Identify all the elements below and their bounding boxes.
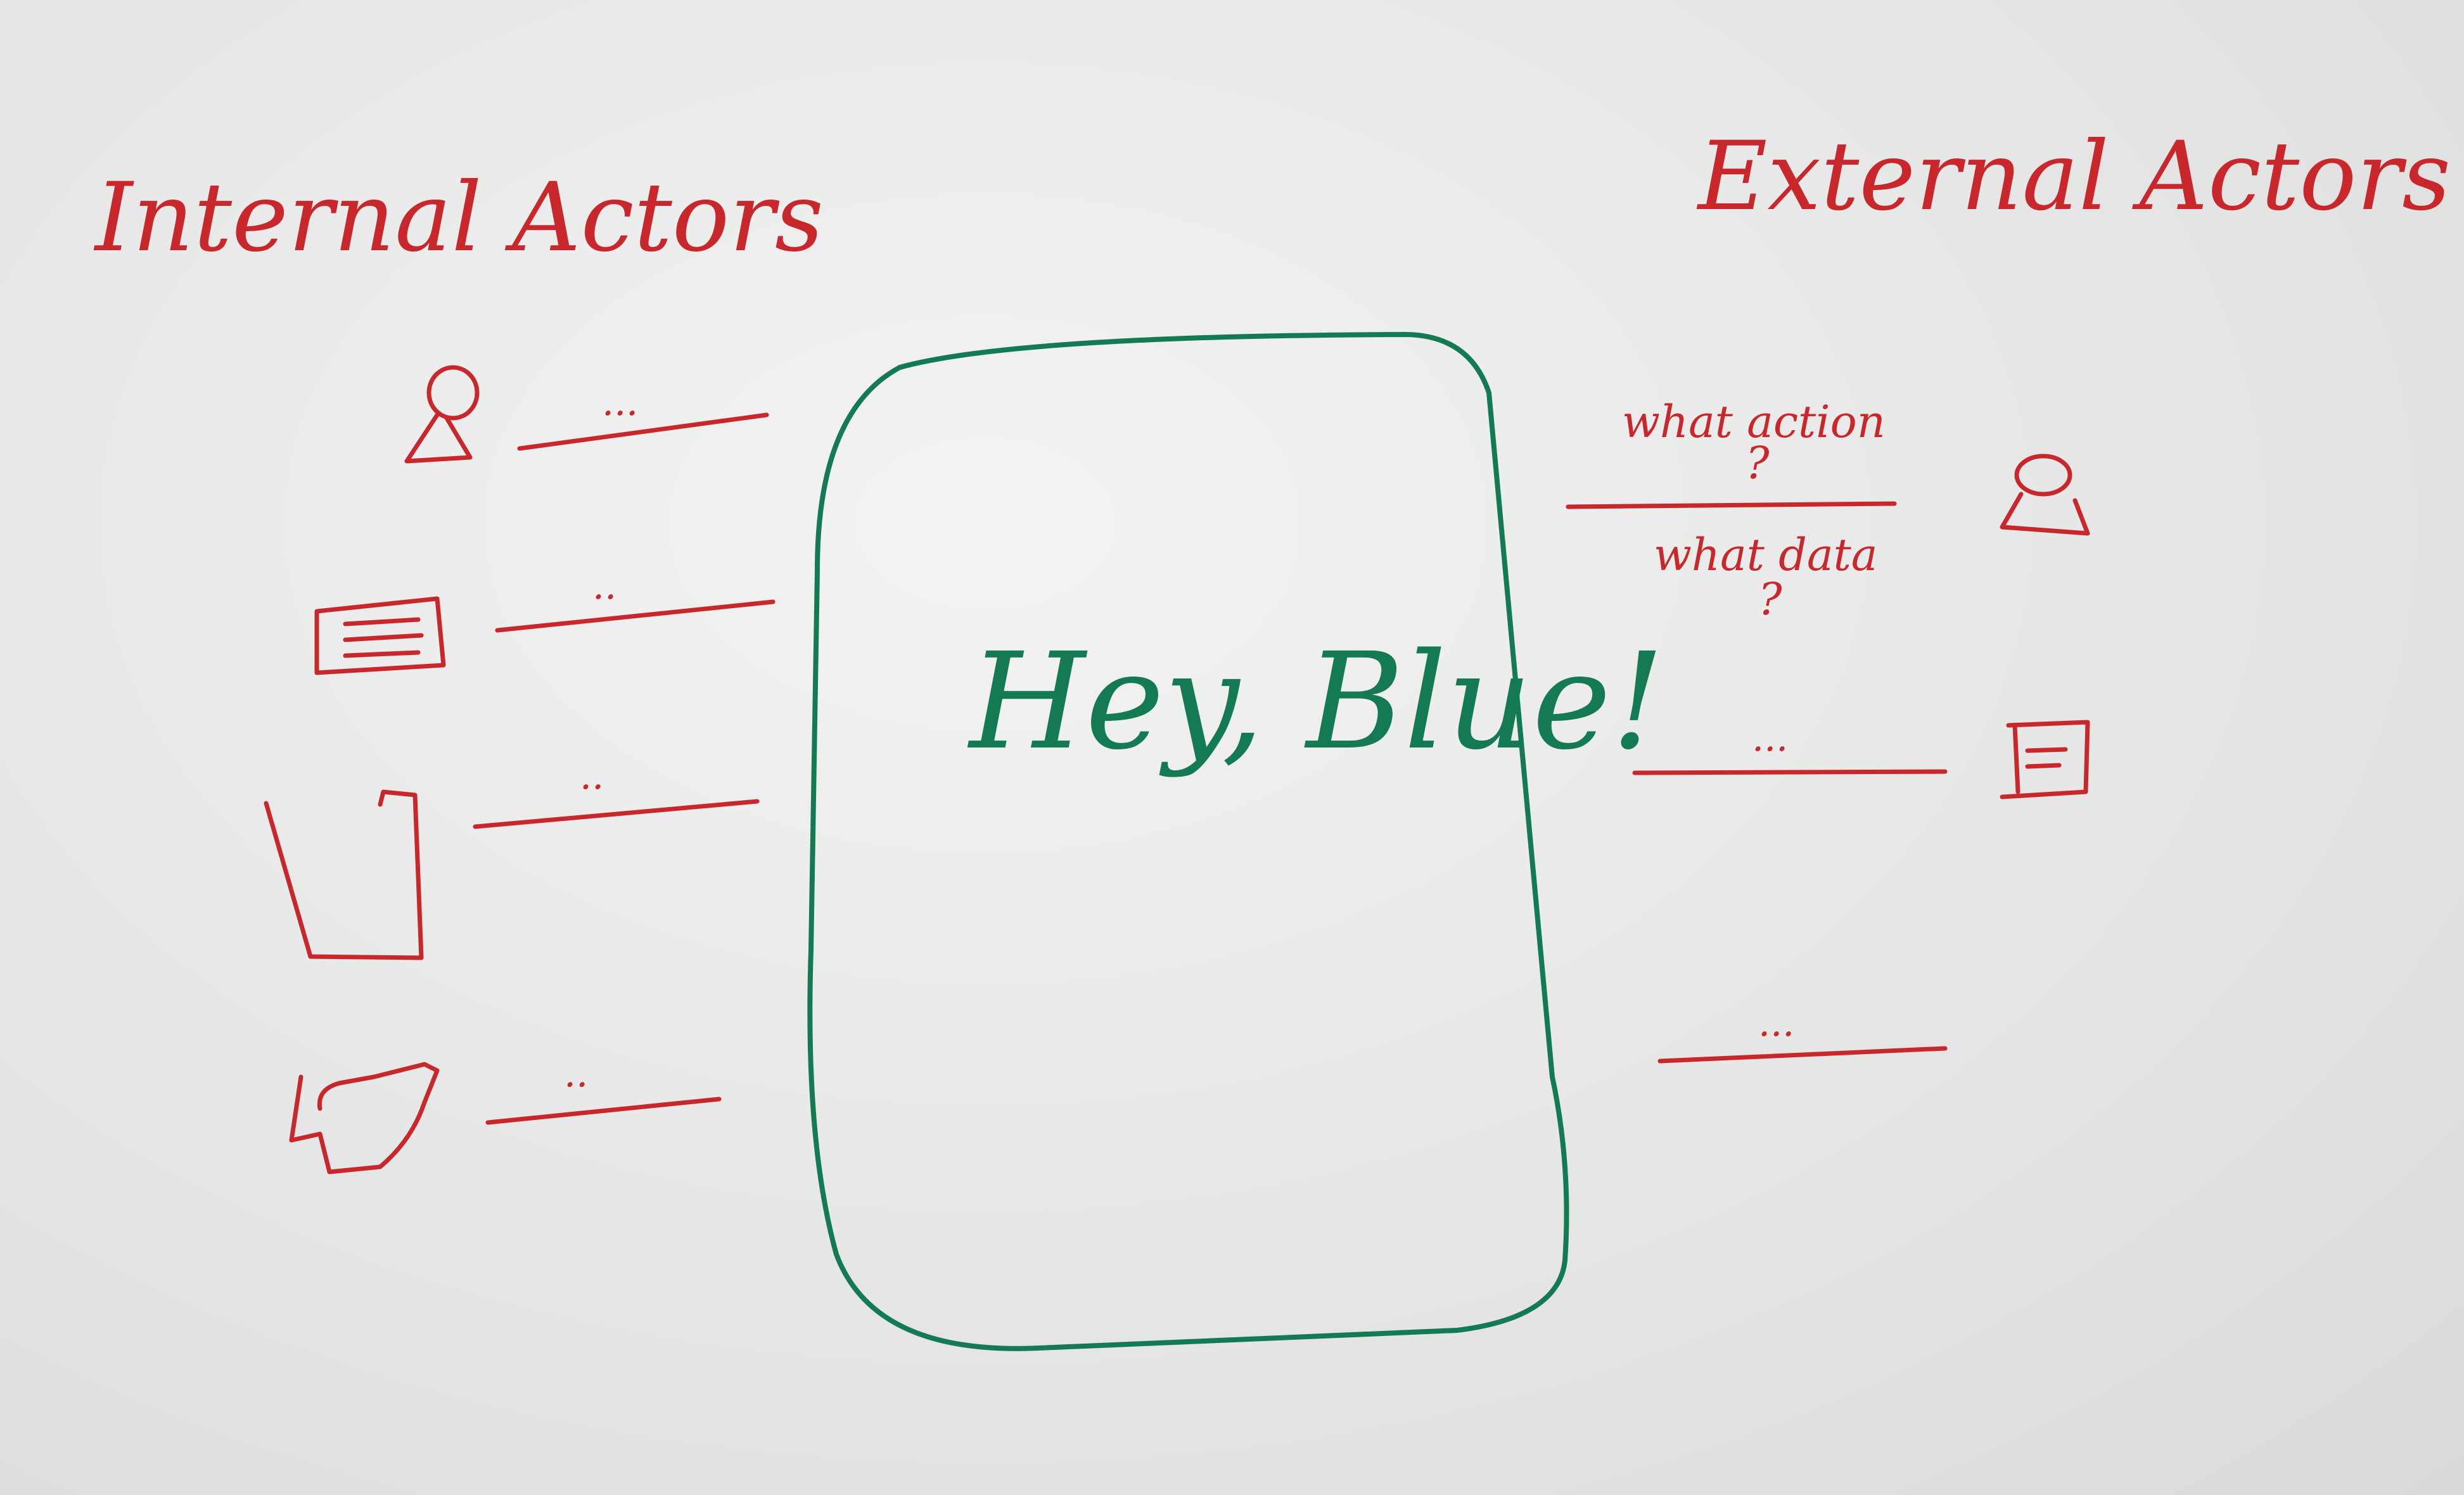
document-icon — [2000, 720, 2090, 799]
connector-label: ... — [1752, 716, 1788, 760]
system-box — [807, 332, 1569, 1351]
internal-actors-heading: Internal Actors — [93, 163, 824, 273]
document-icon — [314, 596, 446, 675]
folder-icon — [264, 789, 424, 960]
connector-line — [1657, 1046, 1948, 1064]
external-actors-heading: External Actors — [1696, 122, 2451, 232]
connector-line — [495, 599, 776, 633]
system-title: Hey, Blue! — [967, 624, 1664, 779]
connector-line — [1566, 501, 1897, 509]
connector-label: .. — [580, 754, 604, 798]
person-icon — [2000, 454, 2090, 536]
internal-actor-document: .. — [314, 564, 776, 675]
connector-line — [1632, 769, 1948, 775]
connector-line — [473, 799, 760, 829]
data-question-mark: ? — [1758, 573, 1782, 625]
connector-line — [485, 1097, 722, 1125]
external-actor-person: what action ? what data ? — [1566, 396, 2090, 625]
person-icon — [404, 365, 480, 464]
internal-actor-folder: .. — [264, 754, 760, 960]
data-label: what data — [1654, 529, 1878, 581]
action-label: what action — [1622, 396, 1886, 448]
internal-actor-map: .. — [289, 1052, 722, 1174]
connector-label: ... — [1758, 1001, 1794, 1045]
connector-label: ... — [602, 380, 638, 424]
connector-label: .. — [564, 1052, 588, 1096]
external-connection-unlabeled: ... — [1657, 1001, 1948, 1064]
action-question-mark: ? — [1746, 437, 1770, 489]
map-icon — [289, 1062, 440, 1174]
connector-label: .. — [592, 564, 616, 608]
external-actor-document: ... — [1632, 716, 2090, 799]
connector-line — [517, 412, 769, 451]
internal-actor-person: ... — [404, 365, 769, 464]
